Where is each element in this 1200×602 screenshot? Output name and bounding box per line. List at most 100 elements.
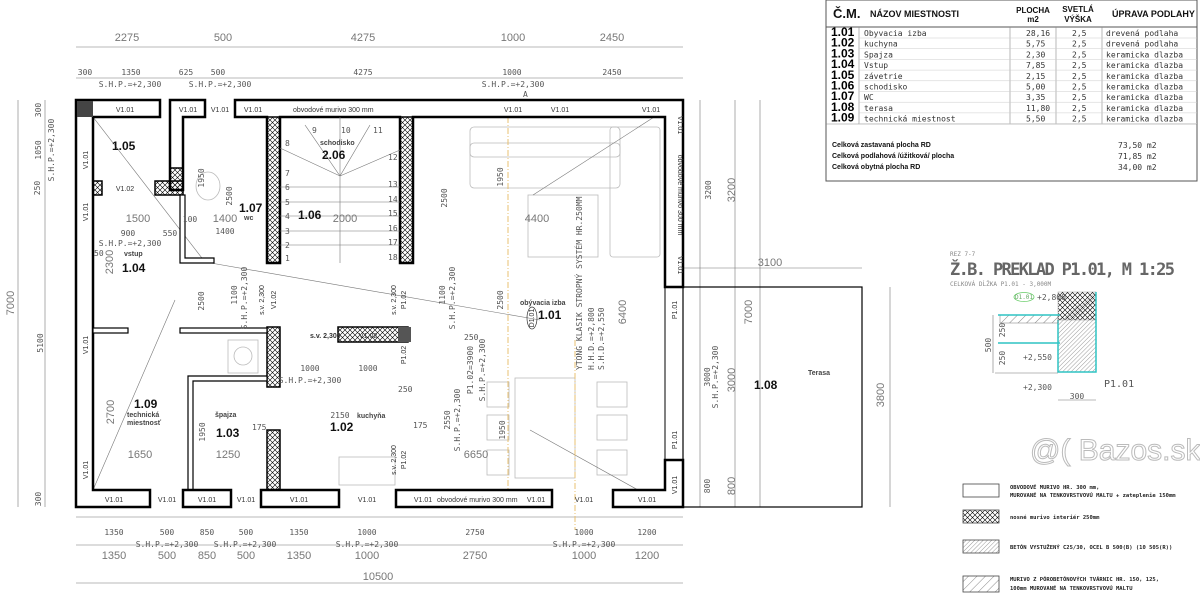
sv-note: s.v. 2,300 <box>391 445 398 475</box>
dim: 800 <box>703 479 712 494</box>
total-label: Celková podlahová /úžitková/ plocha <box>832 153 954 160</box>
cell-height: 2,5 <box>1072 61 1087 70</box>
wall-tag: V1.01 <box>83 203 90 221</box>
shp-label: S.H.P.=+2,300 <box>482 80 545 89</box>
cell-floor: keramicka dlazba <box>1106 93 1183 102</box>
step-number: 6 <box>285 183 290 192</box>
step-number: 5 <box>285 198 290 207</box>
cell-name: závetrie <box>864 72 903 81</box>
ceiling-note: H.H.D.=+2,800 <box>587 307 596 370</box>
dim: 3100 <box>758 257 782 269</box>
dim-left: 7000 <box>5 291 17 315</box>
dim-bottom-outer: 2750 <box>463 550 487 562</box>
dim-top-outer: 500 <box>214 32 232 44</box>
wall-tag: V1.01 <box>676 256 683 274</box>
cell-floor: keramicka dlazba <box>1106 61 1183 70</box>
cell-area: 5,50 <box>1026 115 1045 124</box>
wall-tag: V1.01 <box>414 497 432 504</box>
cell-area: 3,35 <box>1026 93 1045 102</box>
lintel-detail: REZ 7-7 Ž.B. PREKLAD P1.01, M 1:25 CELKO… <box>950 251 1175 401</box>
sv-note: s.v. 2,300 <box>310 333 341 340</box>
dim-bottom-outer: 1000 <box>572 550 596 562</box>
dim: 6400 <box>617 300 629 324</box>
perimeter-wall-note: obvodové murivo 300 mm <box>437 497 518 504</box>
cell-area: 2,30 <box>1026 50 1045 59</box>
dim: 3200 <box>726 178 738 202</box>
legend-swatch-diagonal-hatch <box>962 575 1000 593</box>
cell-cm: 1.04 <box>831 57 855 71</box>
step-number: 13 <box>388 180 398 189</box>
cell-cm: 1.08 <box>831 100 855 114</box>
dim: 2500 <box>496 290 505 309</box>
cell-height: 2,5 <box>1072 115 1087 124</box>
wall-tag: P1.02 <box>401 291 408 309</box>
dim: 2000 <box>333 213 357 225</box>
cell-floor: keramicka dlazba <box>1106 72 1183 81</box>
dim: 2300 <box>104 250 116 274</box>
dim-bottom-outer: 850 <box>198 550 216 562</box>
wall-tag: V1.01 <box>105 497 123 504</box>
cell-area: 2,15 <box>1026 72 1045 81</box>
perimeter-wall-note: obvodové murivo 300 mm <box>676 155 683 236</box>
legend-text: MURIVO Z PÓROBETÓNOVÝCH TVÁRNIC HR. 150,… <box>1010 576 1159 583</box>
lintel-tag: D1.01 <box>529 309 536 328</box>
furniture <box>92 109 666 530</box>
cell-floor: drevená podlaha <box>1106 40 1178 49</box>
wall-tags: V1.01 V1.01 V1.01 V1.01 obvodové murivo … <box>83 107 683 504</box>
step-number: 15 <box>388 209 398 218</box>
step-number: 4 <box>285 212 290 221</box>
room-name: technická <box>127 412 159 419</box>
wall-tag: V1.01 <box>527 497 545 504</box>
wall-tag: V1.01 <box>676 116 683 134</box>
cell-height: 2,5 <box>1072 29 1087 38</box>
dim: 1500 <box>126 213 150 225</box>
cell-cm: 1.03 <box>831 46 855 60</box>
cell-name: Obyvacia izba <box>864 29 927 38</box>
dim: 250 <box>398 385 413 394</box>
dim-top-inner: 1000 <box>502 68 521 77</box>
total-value: 73,50 m2 <box>1118 141 1157 150</box>
room-number: 1.08 <box>754 378 778 392</box>
section-label: REZ 7-7 <box>950 251 976 258</box>
total-value: 71,85 m2 <box>1118 152 1157 161</box>
room-name: vstup <box>124 251 143 258</box>
dim: 1000 <box>358 364 377 373</box>
cell-height: 2,5 <box>1072 72 1087 81</box>
wall-tag: P1.02 <box>401 346 408 364</box>
dim-bottom-inner: 1350 <box>289 528 308 537</box>
wall-tag: V1.01 <box>83 151 90 169</box>
cell-cm: 1.02 <box>831 36 855 50</box>
detail-dim: 500 <box>984 338 993 353</box>
step-number: 14 <box>388 195 398 204</box>
staircase <box>279 117 401 263</box>
shp-label: S.H.P.=+2,300 <box>711 346 720 409</box>
dim-bottom-inner: 2750 <box>465 528 484 537</box>
wall-tag: V1.01 <box>83 336 90 354</box>
table-header-floor: ÚPRAVA PODLAHY <box>1112 8 1195 19</box>
dim-left: 300 <box>34 103 43 118</box>
legend-swatch-crosshatch <box>962 509 1000 524</box>
lintel-tag-marker <box>526 306 538 330</box>
shp-label: S.H.P.=+2,300 <box>99 80 162 89</box>
table-header-area-unit: m2 <box>1027 15 1039 24</box>
wall-tag: V1.01 <box>198 497 216 504</box>
detail-dim: 250 <box>998 351 1007 366</box>
dim-bottom-inner: 1200 <box>637 528 656 537</box>
wall-tag: V1.01 <box>358 497 376 504</box>
detail-title: Ž.B. PREKLAD P1.01, M 1:25 <box>950 258 1175 280</box>
dim: 50 <box>94 249 104 258</box>
total-label: Celková zastavaná plocha RD <box>832 142 931 149</box>
dim-top-inner: 300 <box>78 68 93 77</box>
dim: 3000 <box>703 367 712 386</box>
dim: 3000 <box>726 368 738 392</box>
cell-floor: keramicka dlazba <box>1106 115 1183 124</box>
room-name: obývacia izba <box>520 300 566 307</box>
room-name: kuchyňa <box>357 413 386 420</box>
dim-top-outer: 4275 <box>351 32 375 44</box>
dim: 1650 <box>128 449 152 461</box>
dim-bottom-outer: 500 <box>158 550 176 562</box>
